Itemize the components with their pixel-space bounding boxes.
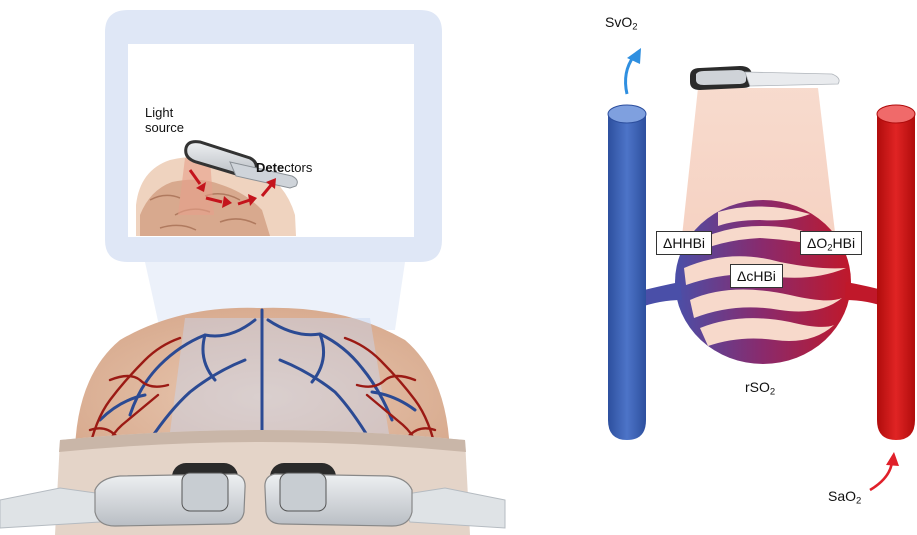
svo2-arrow <box>626 48 641 94</box>
delta-o2hbi-box: ΔO2HBi <box>800 231 862 255</box>
rso2-label: rSO2 <box>745 379 775 395</box>
vein-vessel <box>608 105 646 440</box>
top-sensor-icon <box>690 66 839 90</box>
sao2-label: SaO2 <box>828 488 861 504</box>
delta-chbi-box: ΔcHBi <box>730 264 783 288</box>
svo2-label: SvO2 <box>605 14 638 30</box>
delta-hhbi-box: ΔHHBi <box>656 231 712 255</box>
detectors-label: Detectors <box>256 161 312 176</box>
light-source-label: Light source <box>145 106 184 136</box>
artery-vessel <box>877 105 915 440</box>
sao2-arrow <box>870 452 899 490</box>
